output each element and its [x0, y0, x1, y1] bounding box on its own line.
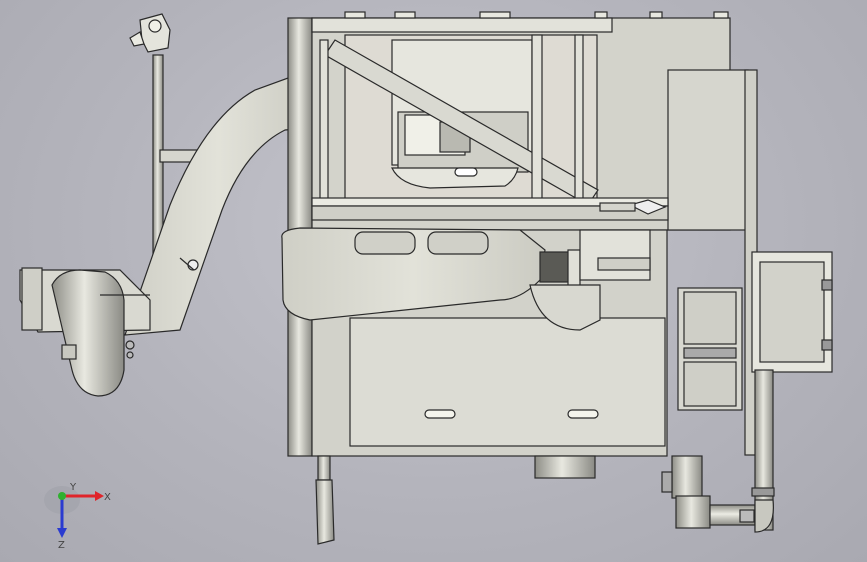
coordinate-triad: X Y Z: [40, 480, 120, 551]
x-axis-label: X: [104, 492, 111, 503]
door-handle-right: [567, 409, 599, 419]
tool-slide: [579, 229, 651, 281]
diagonal-beam: [324, 39, 599, 206]
motor-pulley: [148, 19, 162, 33]
drain-outlet: [534, 455, 596, 479]
bottom-fittings: [315, 369, 775, 545]
coolant-pipe-elbow: [675, 495, 711, 529]
z-axis-label: Z: [58, 540, 65, 550]
lower-door: [349, 317, 666, 447]
door-handle-left: [424, 409, 456, 419]
chip-conveyor: [19, 13, 313, 397]
machine-body: [281, 11, 833, 457]
conveyor-drum: [51, 269, 125, 397]
right-side-panel: [667, 69, 749, 231]
y-axis-arrow: [58, 492, 66, 500]
y-axis-label: Y: [69, 482, 77, 493]
leveling-foot: [315, 479, 335, 545]
